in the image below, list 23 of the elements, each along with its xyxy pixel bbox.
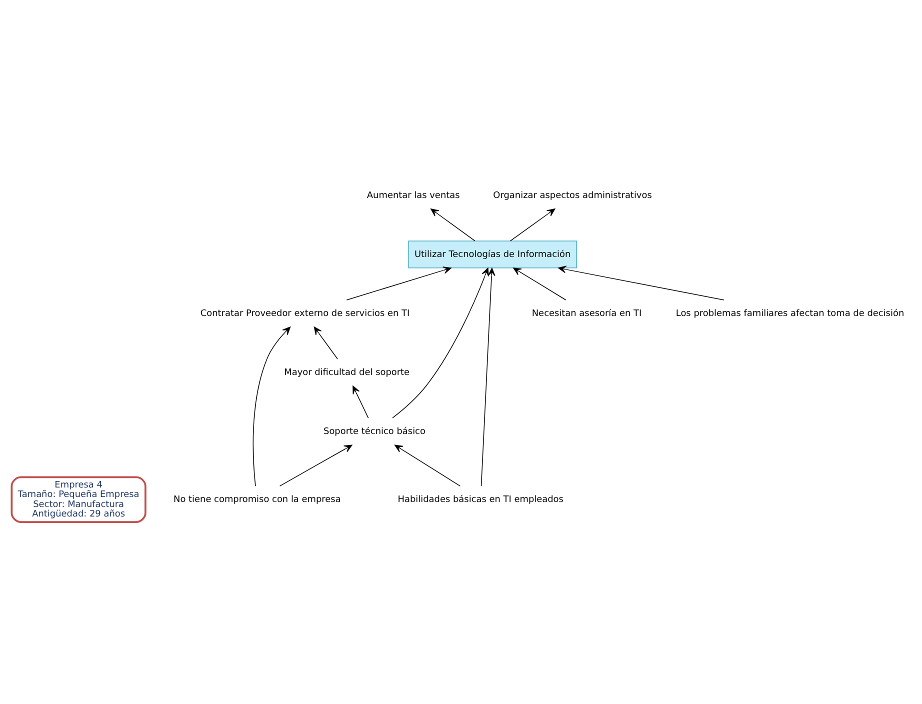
- arrow: [314, 326, 338, 360]
- arrow: [392, 268, 489, 418]
- node-text: Necesitan asesoría en TI: [532, 308, 642, 319]
- arrow: [558, 266, 724, 300]
- arrow: [430, 208, 476, 242]
- node-text: No tiene compromiso con la empresa: [174, 494, 341, 505]
- arrow: [252, 326, 291, 486]
- node-box: Empresa 4 Tamaño: Pequeña Empresa Sector: Manufactura Antigüedad: 29 años: [10, 476, 146, 523]
- node-text: Mayor dificultad del soporte: [284, 368, 410, 378]
- node-text: Los problemas familiares afectan toma de decisión: [676, 308, 904, 319]
- arrow: [510, 208, 556, 242]
- arrow: [513, 268, 566, 300]
- node-text: Soporte técnico básico: [324, 426, 426, 437]
- arrow: [480, 268, 496, 486]
- arrow: [279, 444, 352, 486]
- node-text: Organizar aspectos administrativos: [493, 190, 652, 201]
- node-text: Contratar Proveedor externo de servicios en TI: [200, 308, 410, 319]
- node-text: Habilidades básicas en TI empleados: [398, 494, 564, 505]
- arrow: [394, 444, 461, 486]
- arrow: [352, 386, 369, 418]
- node-box: Utilizar Tecnologías de Información: [408, 240, 578, 268]
- node-text: Aumentar las ventas: [366, 190, 460, 201]
- arrow: [346, 266, 452, 300]
